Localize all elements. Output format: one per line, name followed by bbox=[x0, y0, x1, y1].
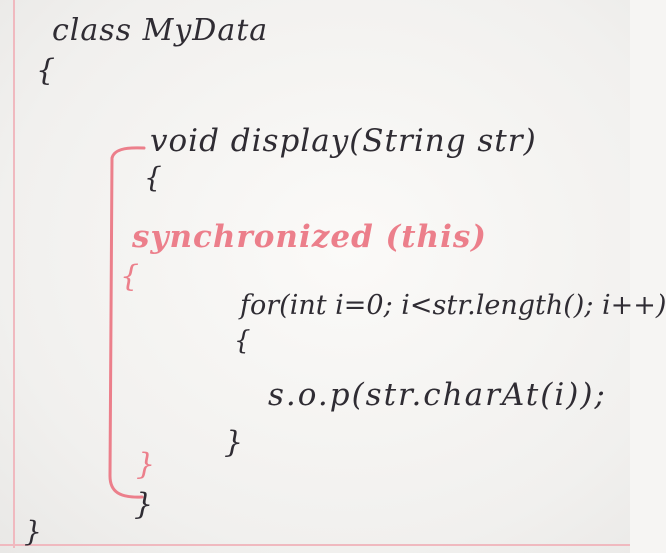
sync-open-brace: { bbox=[120, 259, 140, 294]
class-open-brace: { bbox=[36, 53, 56, 88]
class-close-brace: } bbox=[24, 515, 42, 548]
for-loop: for(int i=0; i<str.length(); i++) bbox=[240, 290, 666, 321]
sync-close-brace: } bbox=[136, 447, 156, 482]
synchronized-block: synchronized (this) bbox=[132, 219, 487, 255]
synchronized-block-bracket bbox=[108, 146, 146, 499]
left-margin-line bbox=[13, 0, 15, 548]
for-open-brace: { bbox=[234, 326, 251, 356]
print-statement: s.o.p(str.charAt(i)); bbox=[268, 377, 607, 413]
for-close-brace: } bbox=[224, 425, 244, 460]
method-open-brace: { bbox=[144, 161, 162, 194]
method-signature: void display(String str) bbox=[150, 123, 537, 159]
method-close-brace: } bbox=[134, 487, 154, 522]
class-declaration: class MyData bbox=[52, 13, 269, 48]
bottom-margin-line bbox=[0, 544, 630, 546]
